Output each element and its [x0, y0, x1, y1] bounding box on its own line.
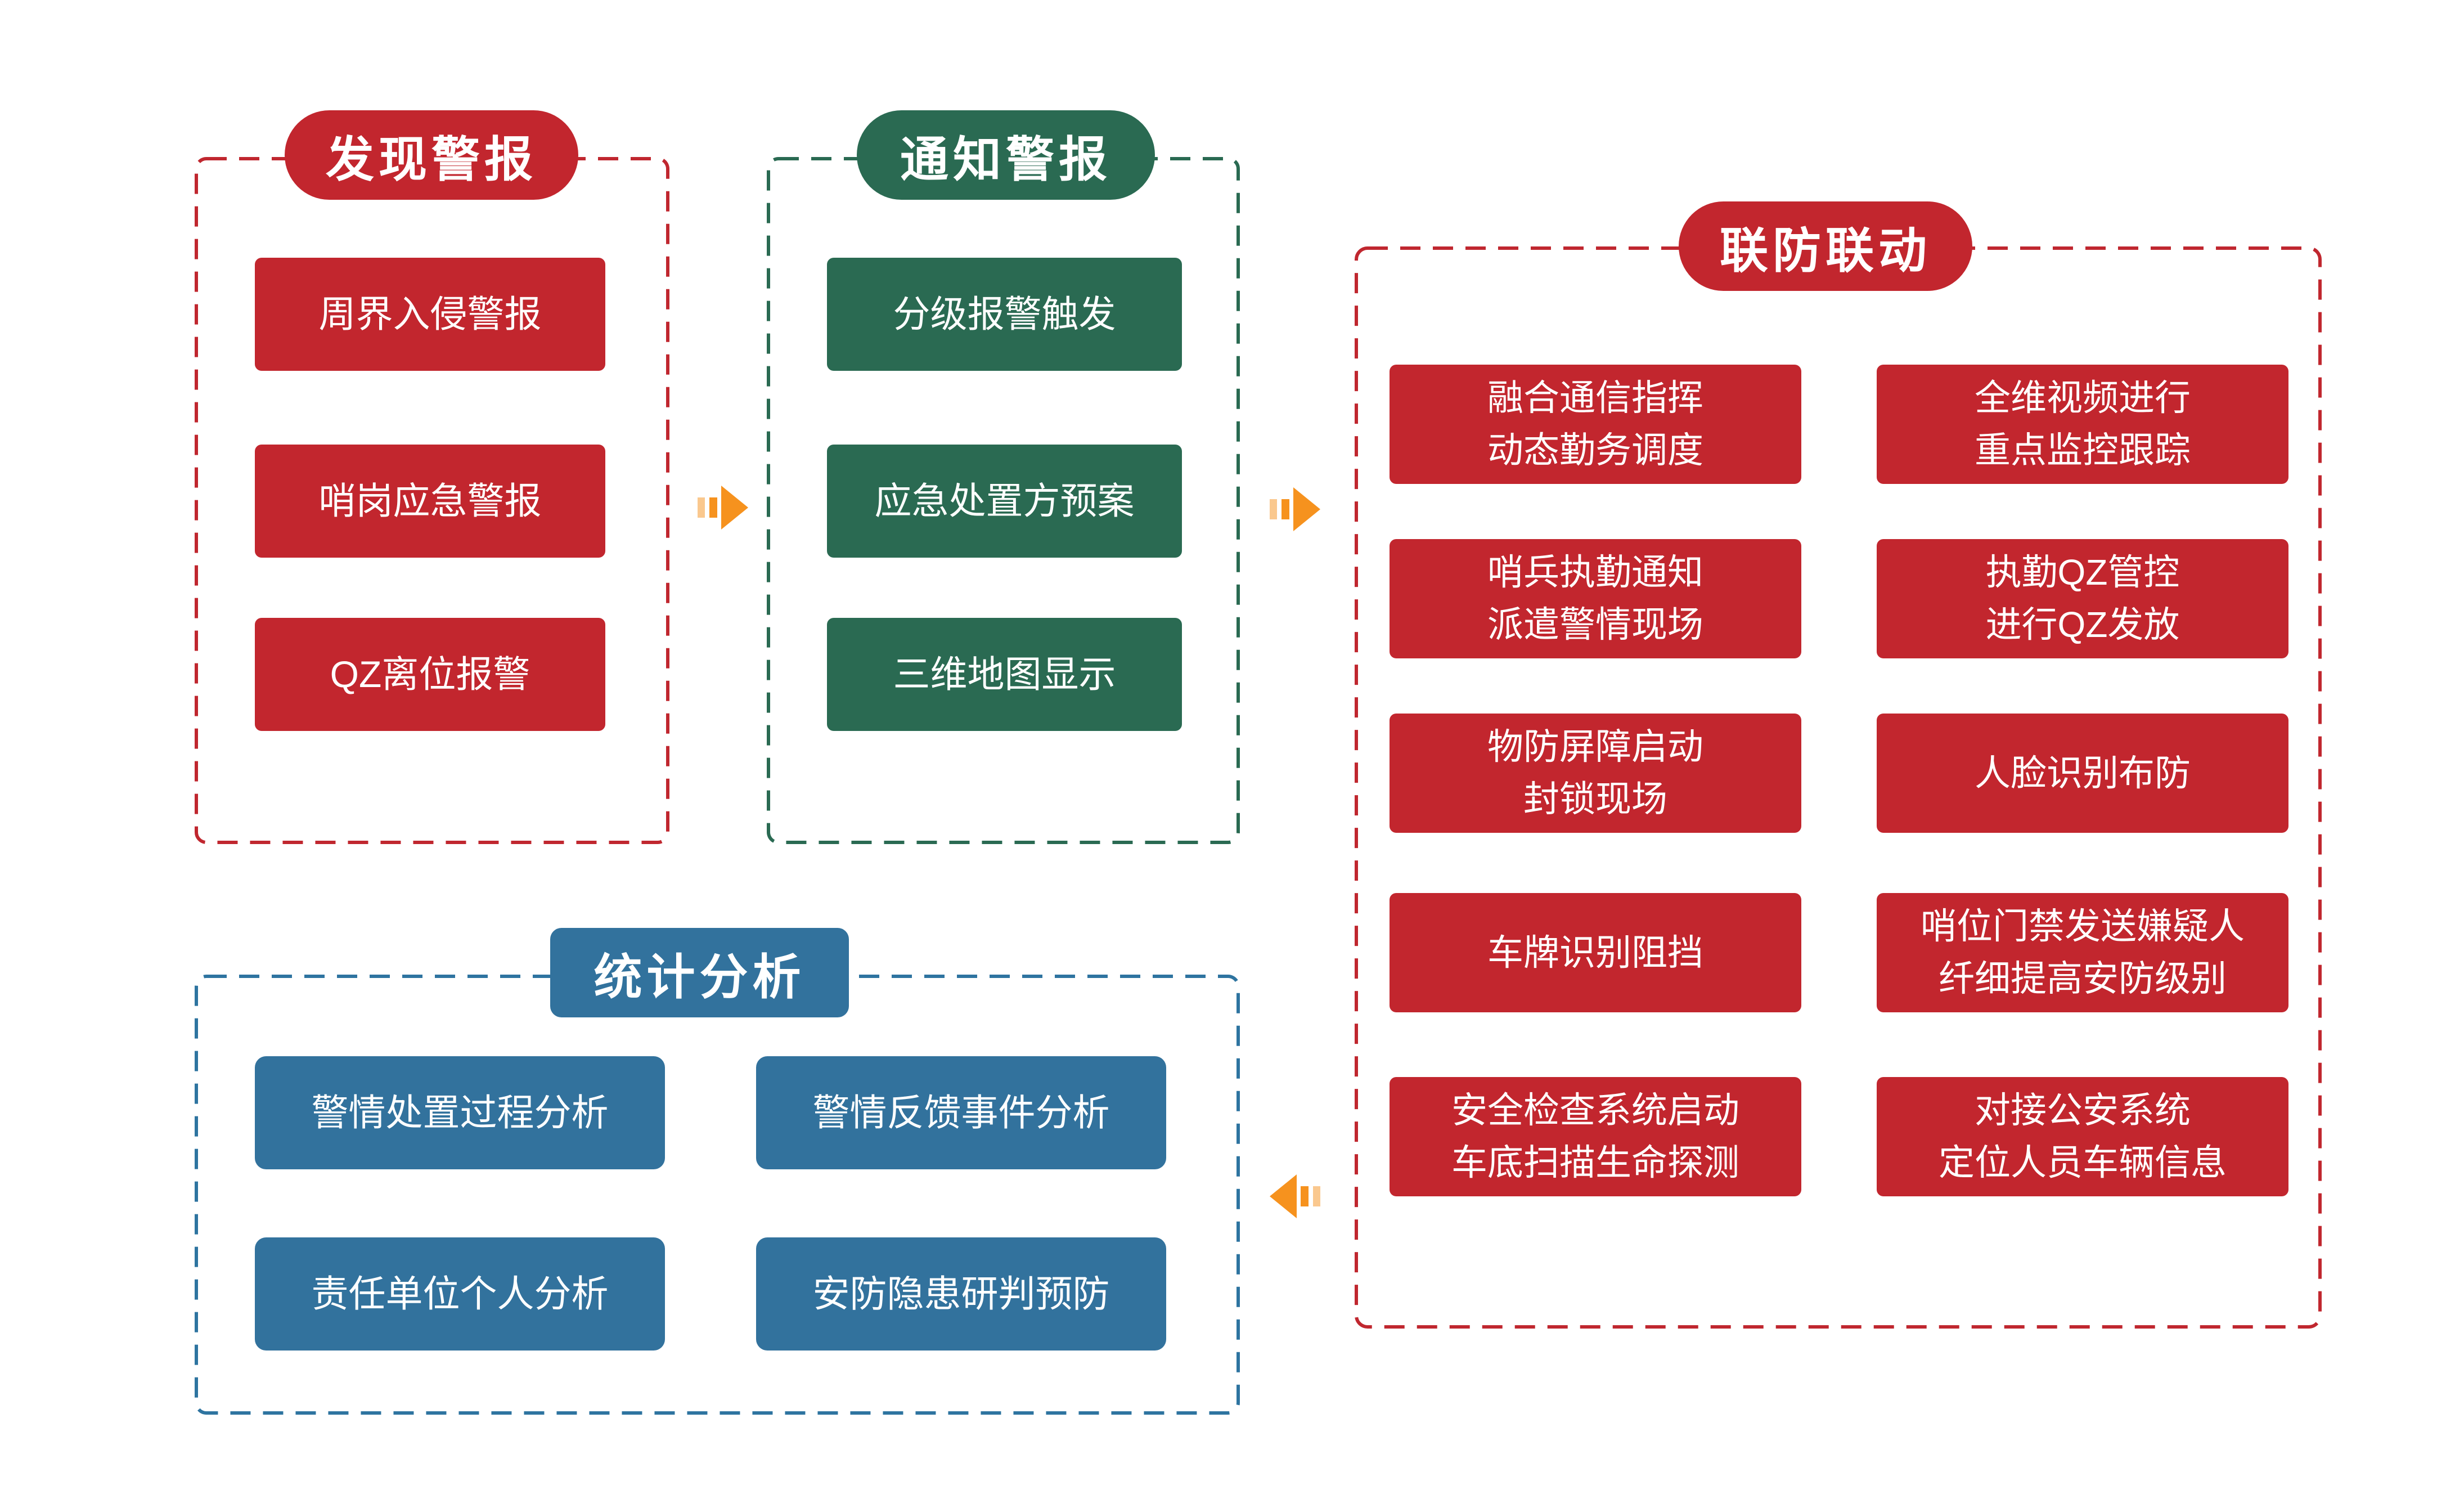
node-graded-alarm-trigger: 分级报警触发 [827, 258, 1182, 371]
node-duty-qz-control: 执勤QZ管控 进行QZ发放 [1877, 539, 2288, 658]
linkage-section-title: 联防联动 [1679, 201, 1972, 291]
notify-section-frame [767, 157, 1240, 844]
node-physical-barrier-lockdown: 物防屏障启动 封锁现场 [1390, 714, 1801, 833]
arrow-linkage-to-stats-icon [1270, 1174, 1320, 1218]
node-security-check-scan: 安全检查系统启动 车底扫描生命探测 [1390, 1077, 1801, 1196]
arrow-notify-to-linkage-icon [1270, 487, 1320, 531]
node-sentry-duty-notice: 哨兵执勤通知 派遣警情现场 [1390, 539, 1801, 658]
node-qz-offposition-alarm: QZ离位报警 [255, 618, 605, 731]
node-plate-recognition-block: 车牌识别阻挡 [1390, 893, 1801, 1012]
node-responsible-unit-analysis: 责任单位个人分析 [255, 1237, 665, 1351]
node-full-video-tracking: 全维视频进行 重点监控跟踪 [1877, 365, 2288, 484]
node-face-recognition-deploy: 人脸识别布防 [1877, 714, 2288, 833]
node-3d-map-display: 三维地图显示 [827, 618, 1182, 731]
node-alarm-handling-analysis: 警情处置过程分析 [255, 1056, 665, 1169]
node-perimeter-intrusion-alarm: 周界入侵警报 [255, 258, 605, 371]
node-fused-comm-command: 融合通信指挥 动态勤务调度 [1390, 365, 1801, 484]
discover-section-title: 发现警报 [285, 110, 578, 200]
discover-section-frame [195, 157, 669, 844]
arrow-discover-to-notify-icon [698, 486, 748, 530]
node-police-system-link: 对接公安系统 定位人员车辆信息 [1877, 1077, 2288, 1196]
node-sentry-emergency-alarm: 哨岗应急警报 [255, 445, 605, 558]
stats-section-title: 统计分析 [550, 928, 849, 1017]
node-alarm-feedback-analysis: 警情反馈事件分析 [756, 1056, 1166, 1169]
notify-section-title: 通知警报 [857, 110, 1155, 200]
stats-section-frame [195, 975, 1240, 1415]
node-sentry-access-suspect-alert: 哨位门禁发送嫌疑人 纤细提高安防级别 [1877, 893, 2288, 1012]
node-emergency-response-plan: 应急处置方预案 [827, 445, 1182, 558]
node-hidden-danger-prediction: 安防隐患研判预防 [756, 1237, 1166, 1351]
